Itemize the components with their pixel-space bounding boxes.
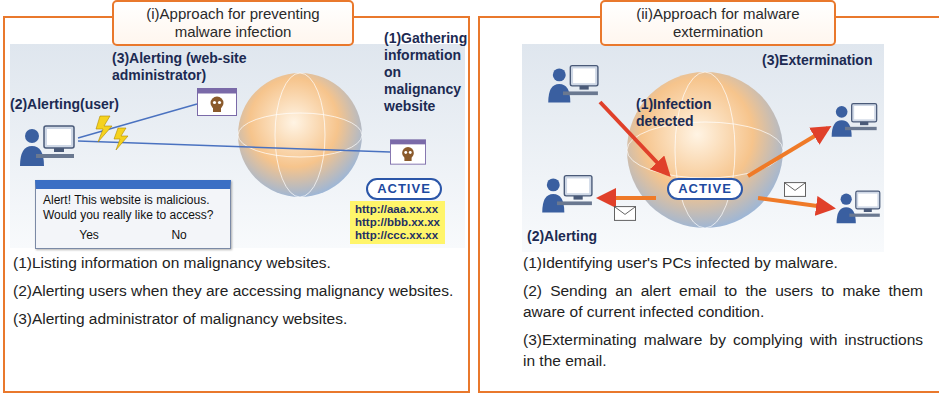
url-list: http://aaa.xx.xxhttp://bbb.xx.xxhttp://c… — [350, 201, 445, 244]
panel: (ii)Approach for malware exterminationAC… — [478, 16, 939, 393]
node-text: (1)Listing information on malignancy web… — [13, 252, 463, 273]
callout-label: (3)Alerting (web-site administrator) — [112, 50, 297, 84]
alert-dialog: Alert! This website is malicious. Would … — [35, 180, 231, 249]
node-text: ACTIVE — [678, 181, 732, 197]
node-text: (3)Alerting administrator of malignancy … — [13, 308, 463, 329]
node-text: (2) Sending an alert email to the users … — [523, 280, 923, 322]
header-tab: (i)Approach for preventing malware infec… — [112, 0, 354, 46]
callout-label: (3)Extermination — [762, 52, 902, 69]
node-text: (i)Approach for preventing malware infec… — [122, 5, 344, 41]
node-text: ACTIVE — [377, 181, 431, 197]
node-text: http://aaa.xx.xx — [355, 203, 440, 216]
node-text: (1)Identifying user's PCs infected by ma… — [523, 252, 923, 273]
active-logo: ACTIVE — [667, 178, 743, 200]
active-logo: ACTIVE — [366, 178, 442, 200]
node-text: http://bbb.xx.xx — [355, 216, 440, 229]
text-group: Yes No — [43, 226, 223, 245]
text-group: http://aaa.xx.xxhttp://bbb.xx.xxhttp://c… — [355, 203, 440, 242]
text-group: ACTIVE — [678, 181, 732, 197]
header-tab: (ii)Approach for malware extermination — [600, 0, 836, 46]
node-text: (3)Exterminating malware by complying wi… — [523, 329, 923, 371]
text-group: Alert! This website is malicious. Would … — [43, 193, 223, 223]
text-group: ACTIVE — [377, 181, 431, 197]
callout-label: (2)Alerting — [527, 228, 647, 245]
text-group: (1)Listing information on malignancy web… — [13, 252, 463, 336]
node-text: No — [161, 226, 196, 245]
node-text: (2)Alerting users when they are accessin… — [13, 280, 463, 301]
text-group: (1)Identifying user's PCs infected by ma… — [523, 252, 923, 378]
text-group: (i)Approach for preventing malware infec… — [122, 5, 344, 41]
node-text: Alert! This website is malicious. Would … — [43, 193, 223, 223]
callout-label: (2)Alerting(user) — [10, 96, 170, 113]
node-text: http://ccc.xx.xx — [355, 229, 440, 242]
callout-label: (1)Gathering information on malignancy w… — [384, 30, 468, 115]
node-text: (ii)Approach for malware extermination — [610, 5, 826, 41]
node-text: Yes — [69, 226, 109, 245]
text-group: (ii)Approach for malware extermination — [610, 5, 826, 41]
callout-label: (1)Infection detected — [636, 96, 716, 130]
